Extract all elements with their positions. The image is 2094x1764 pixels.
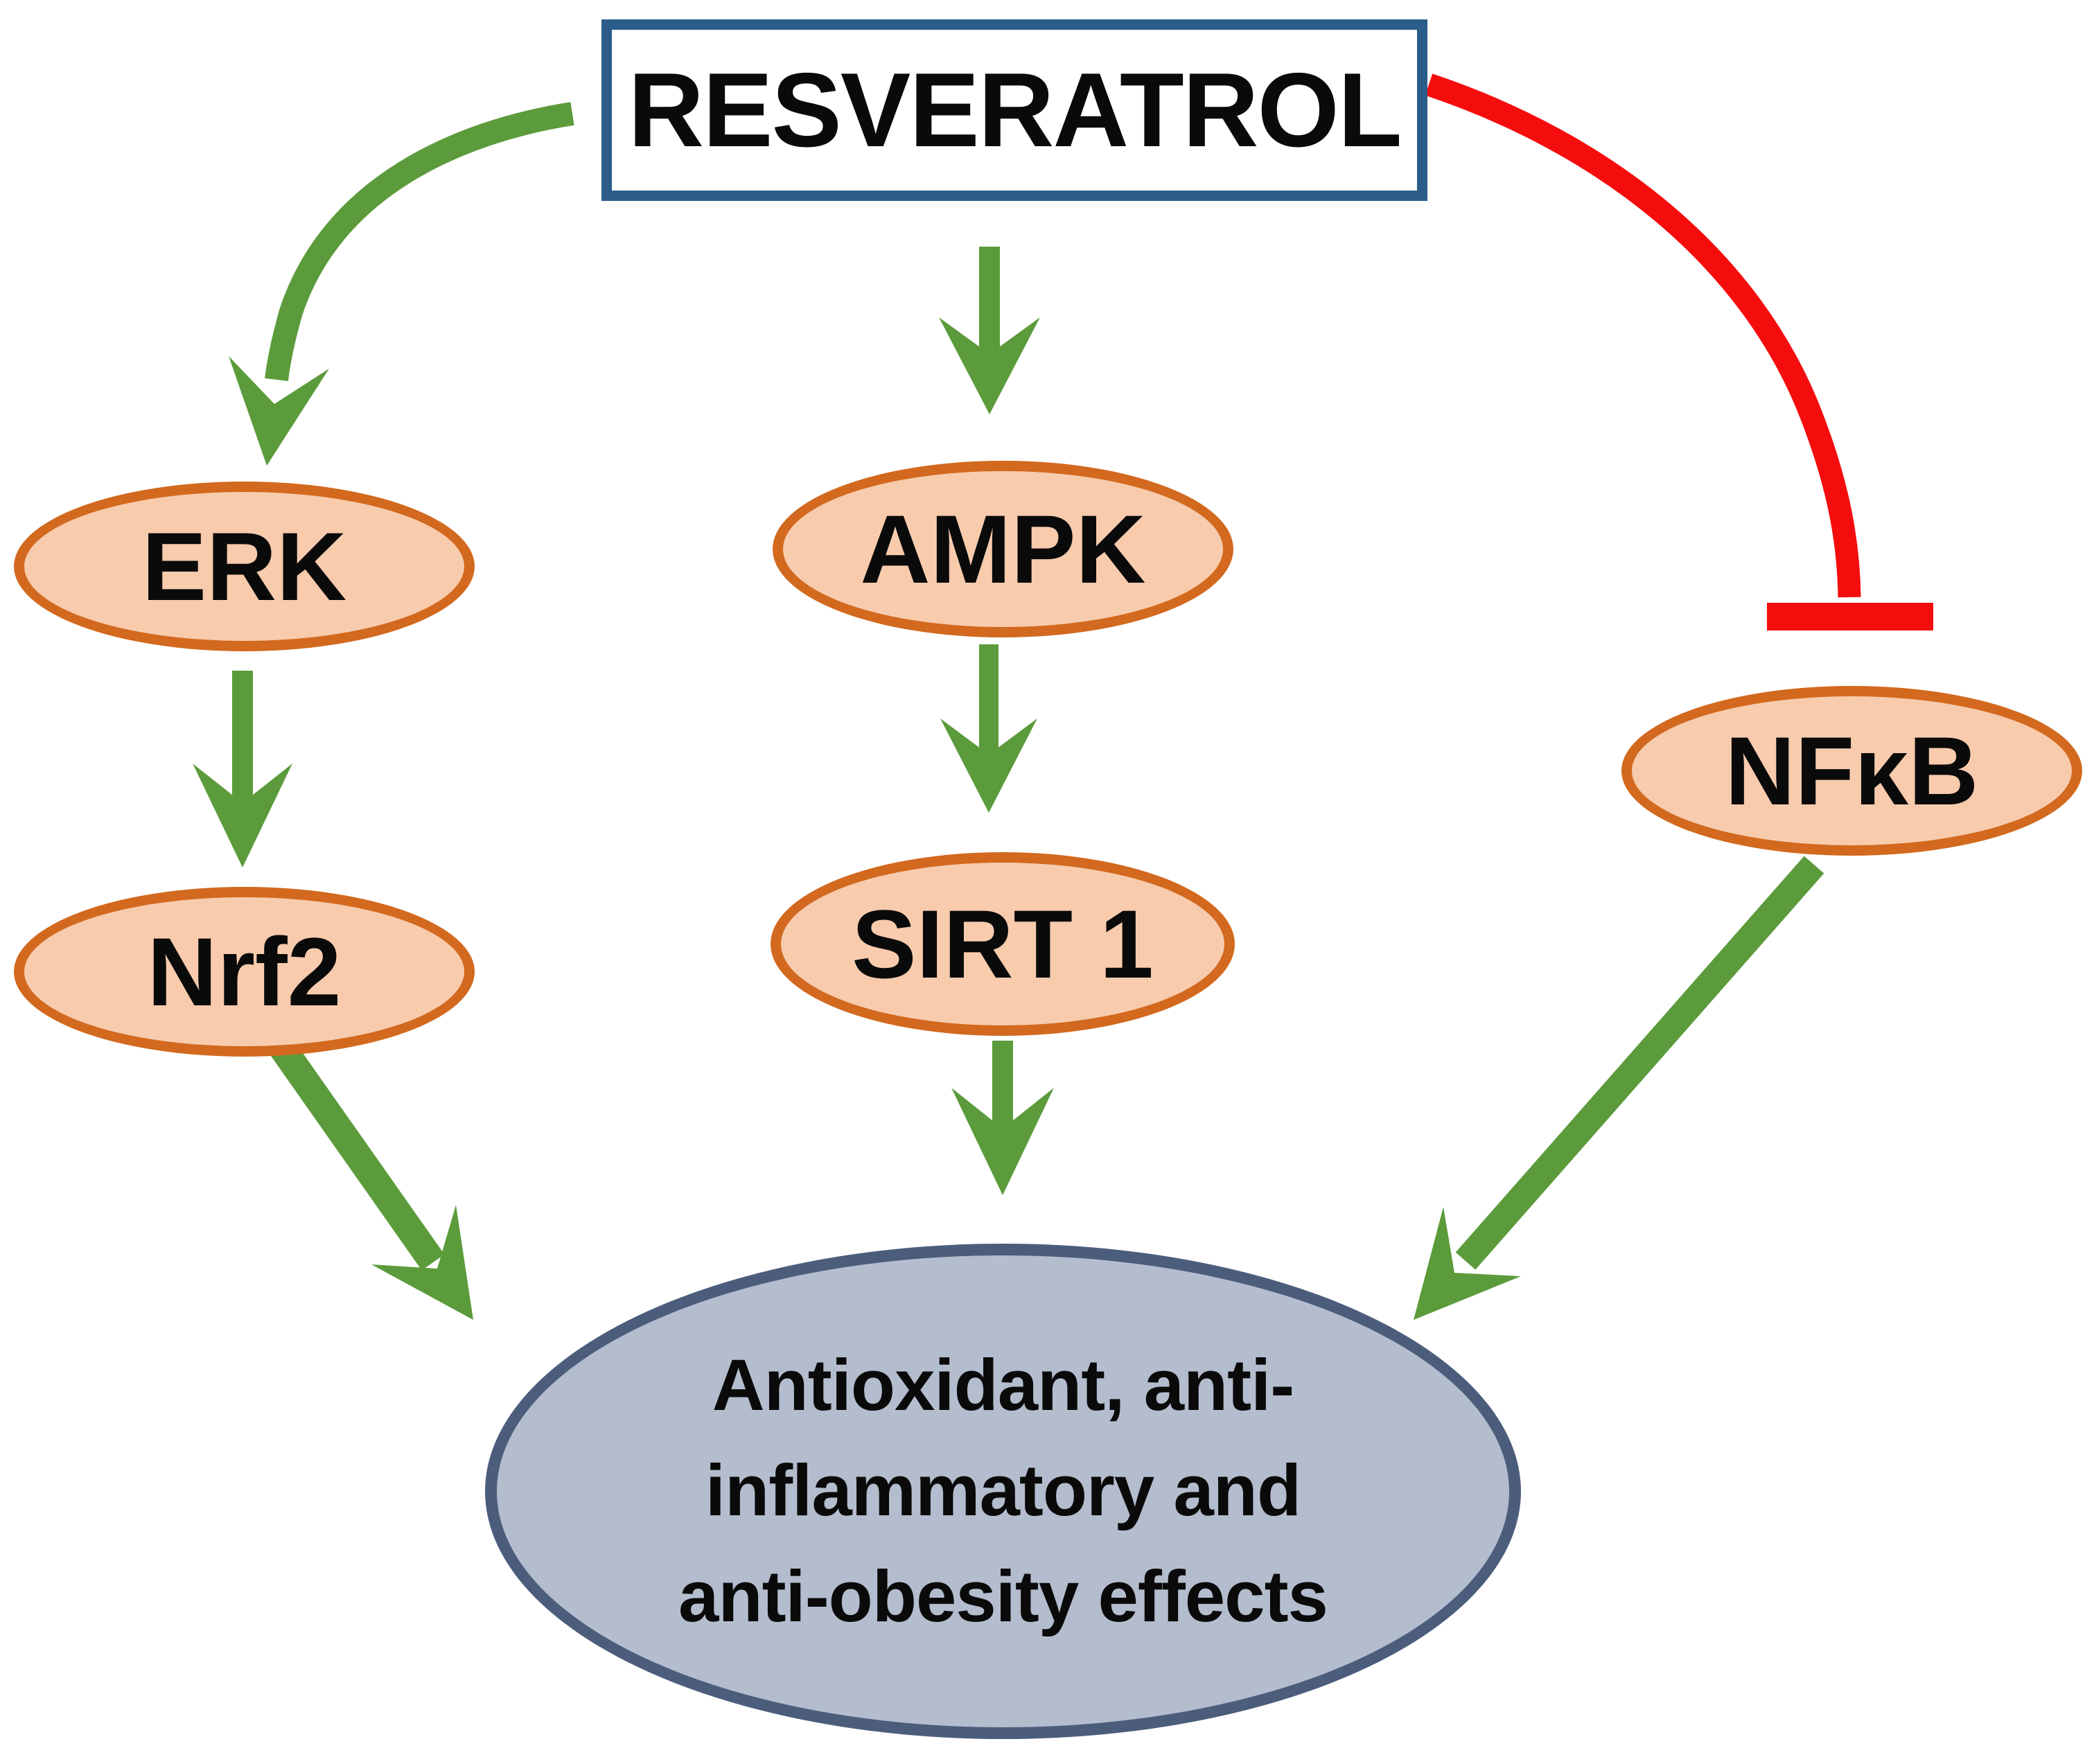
effects-line-1: Antioxidant, anti- — [712, 1345, 1294, 1427]
node-sirt1: SIRT 1 — [771, 852, 1235, 1036]
node-nrf2-label: Nrf2 — [147, 917, 342, 1026]
node-sirt1-label: SIRT 1 — [852, 889, 1154, 998]
edge-resveratrol-to-erk-arrow — [229, 102, 574, 466]
node-resveratrol: RESVERATROL — [601, 19, 1427, 201]
effects-line-2: inflammatory and — [705, 1450, 1301, 1532]
node-resveratrol-label: RESVERATROL — [628, 51, 1402, 169]
edge-resveratrol-inhibits-nfkb-tbar — [1425, 73, 1933, 630]
edge-ampk-to-sirt1-arrow — [940, 644, 1037, 813]
edge-sirt1-to-effects-arrow — [951, 1041, 1054, 1195]
node-nrf2: Nrf2 — [14, 887, 475, 1057]
node-ampk-label: AMPK — [860, 494, 1146, 603]
node-erk-label: ERK — [141, 511, 347, 621]
effects-line-3: anti-obesity effects — [678, 1555, 1328, 1637]
node-effects: Antioxidant, anti- inflammatory and anti… — [485, 1244, 1521, 1739]
node-nfkb: NFκB — [1621, 686, 2082, 856]
edge-erk-to-nrf2-arrow — [193, 671, 292, 867]
edge-nfkb-to-effects-arrow — [1414, 856, 1824, 1320]
node-nfkb-label: NFκB — [1725, 716, 1979, 825]
edge-nrf2-to-effects-arrow — [262, 1027, 473, 1320]
node-effects-label: Antioxidant, anti- inflammatory and anti… — [678, 1333, 1328, 1650]
edge-resveratrol-to-ampk-arrow — [939, 247, 1040, 414]
node-ampk: AMPK — [773, 461, 1233, 637]
node-erk: ERK — [14, 482, 475, 651]
